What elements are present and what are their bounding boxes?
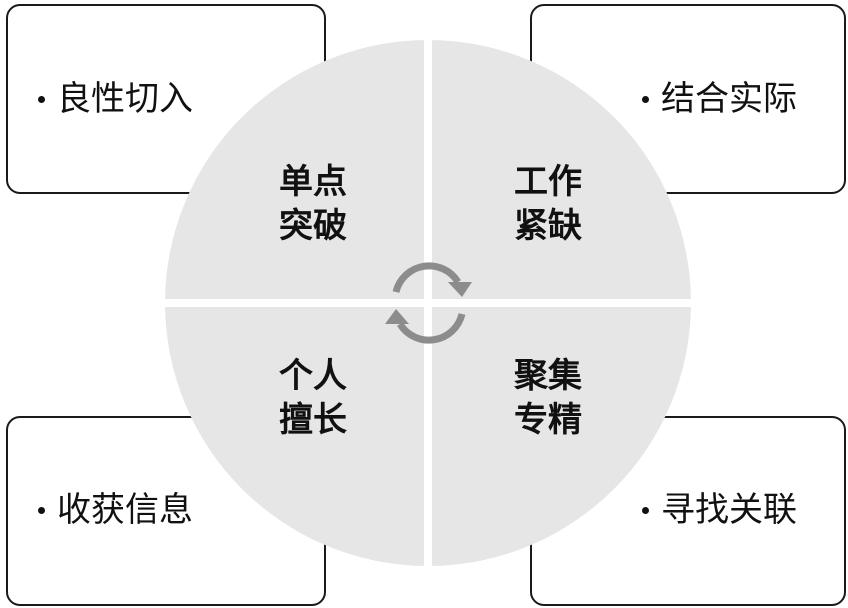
- quadrant-bottom-right-line2: 专精: [514, 400, 582, 440]
- corner-text-top-right: 结合实际: [642, 82, 797, 116]
- quadrant-label-bottom-left: 个人 擅长: [253, 354, 373, 442]
- corner-text-bottom-left: 收获信息: [38, 493, 193, 527]
- quadrant-label-top-left: 单点 突破: [253, 160, 373, 248]
- quadrant-bottom-left-line1: 个人: [279, 356, 347, 396]
- quadrant-top-right-line1: 工作: [514, 162, 582, 202]
- quadrant-label-top-right: 工作 紧缺: [488, 160, 608, 248]
- quadrant-top-left-line2: 突破: [279, 206, 347, 246]
- quadrant-bottom-left-line2: 擅长: [279, 400, 347, 440]
- corner-label-top-left: 良性切入: [57, 79, 193, 119]
- quadrant-top-right-line2: 紧缺: [514, 206, 582, 246]
- corner-label-top-right: 结合实际: [661, 79, 797, 119]
- corner-text-bottom-right: 寻找关联: [642, 493, 797, 527]
- bullet-icon: [38, 95, 45, 103]
- corner-label-bottom-left: 收获信息: [57, 490, 193, 530]
- quadrant-bottom-right-line1: 聚集: [514, 356, 582, 396]
- bullet-icon: [38, 506, 45, 514]
- refresh-cycle-icon: [385, 262, 472, 344]
- corner-label-bottom-right: 寻找关联: [661, 490, 797, 530]
- bullet-icon: [642, 506, 649, 514]
- corner-text-top-left: 良性切入: [38, 82, 193, 116]
- bullet-icon: [642, 95, 649, 103]
- horizontal-divider: [150, 299, 706, 307]
- quadrant-label-bottom-right: 聚集 专精: [488, 354, 608, 442]
- quadrant-top-left-line1: 单点: [279, 162, 347, 202]
